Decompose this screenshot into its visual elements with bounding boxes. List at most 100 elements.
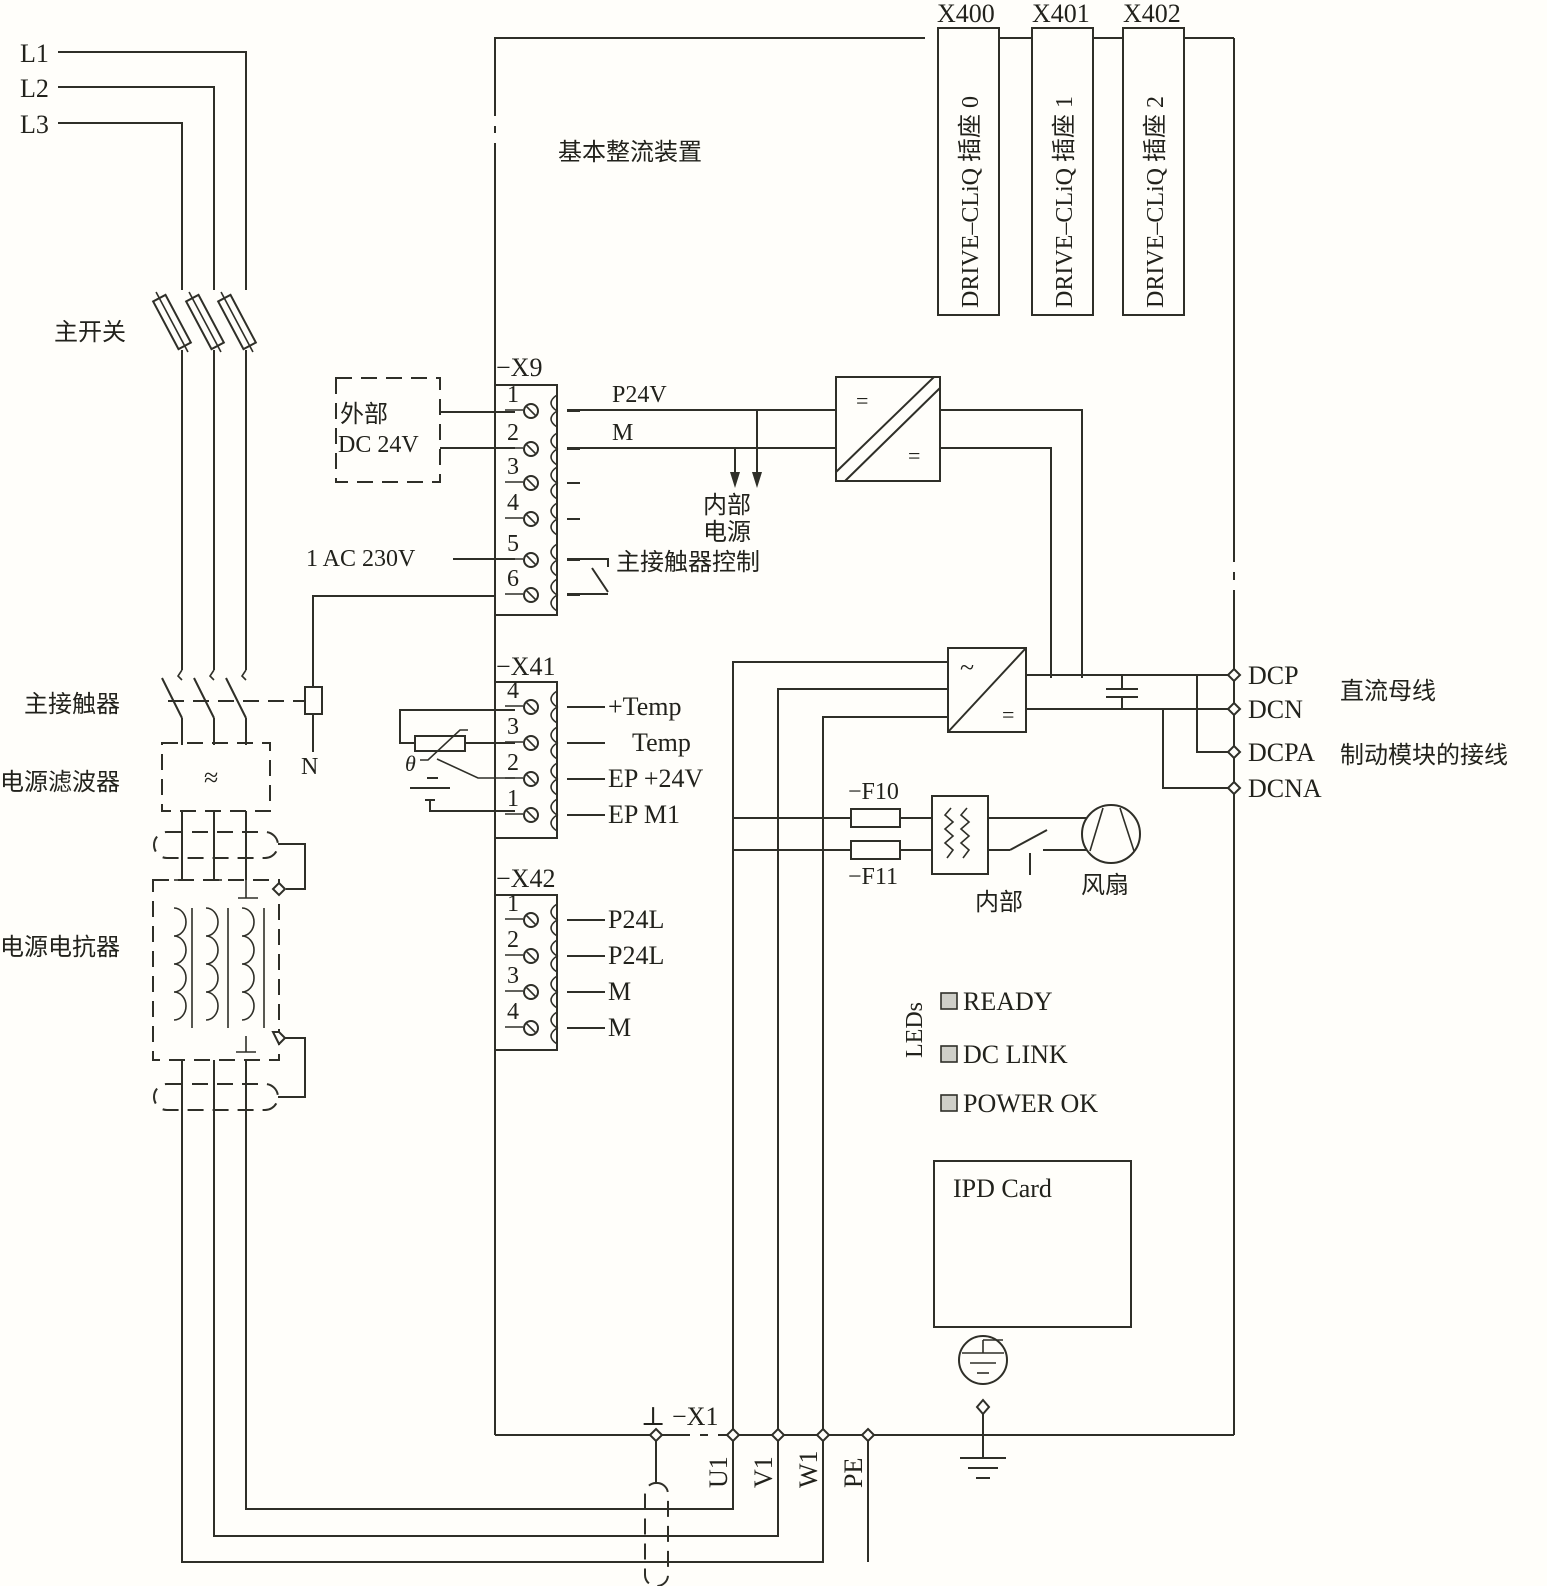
main-switch-label: 主开关 <box>54 318 126 346</box>
dcdc-converter: = = <box>835 376 1083 678</box>
x1-terminal-u1: U1 <box>704 1427 741 1488</box>
x42-pin-number: 4 <box>507 999 519 1025</box>
x42-signal-label: M <box>608 1013 631 1042</box>
spring-contact <box>550 502 559 536</box>
motor-supply-cables <box>181 1060 869 1586</box>
spring-contact <box>550 939 559 973</box>
dcdc-in-symbol: = <box>856 388 868 413</box>
drive-cliq-socket-1: X401 DRIVE–CLiQ 插座 1 <box>1031 0 1094 316</box>
x1-terminal-pe: PE <box>839 1427 876 1488</box>
filter-symbol: ≈ <box>204 763 218 792</box>
dc-terminals: DCP DCN DCPA DCNA <box>1226 661 1322 803</box>
fan-internal-label: 内部 <box>975 888 1023 916</box>
x41-signal-label: EP M1 <box>608 800 680 829</box>
x9-pin-1: 1 <box>505 382 580 428</box>
x41-pin-4: 4+Temp <box>505 678 682 724</box>
rectifier-in-symbol: ~ <box>960 653 974 682</box>
spring-contact <box>550 798 559 832</box>
main-contactor-label: 主接触器 <box>24 690 120 718</box>
x41-signal-label: +Temp <box>608 692 682 721</box>
x42-name: −X42 <box>496 864 555 893</box>
spring-contact <box>550 690 559 724</box>
external-label: 外部 <box>340 400 388 428</box>
connector-x402-label: X402 <box>1123 0 1181 28</box>
spring-contact <box>550 432 559 466</box>
unit-frame <box>494 37 1235 1436</box>
protective-earth-icon <box>958 1335 1008 1385</box>
x9-pin-6: 6 <box>505 566 580 612</box>
line-reactor: 电源电抗器 <box>0 879 306 1111</box>
drive-cliq-socket-0: X400 DRIVE–CLiQ 插座 0 <box>937 0 1000 316</box>
x9-pin-number: 5 <box>507 531 519 557</box>
x1-terminal-label: PE <box>839 1458 868 1488</box>
external-dc24v: 外部 DC 24V <box>335 377 515 483</box>
spring-contact <box>550 1011 559 1045</box>
switch-fuse-l2 <box>184 291 226 353</box>
dc-terminal-dcpa: DCPA <box>1226 738 1315 767</box>
x42-signal-label: M <box>608 977 631 1006</box>
spring-contact <box>550 903 559 937</box>
x41-pin-1: 1EP M1 <box>505 786 680 832</box>
earth-ground <box>960 1398 1006 1479</box>
cable-shield-x1 <box>644 1482 669 1586</box>
x41-signal-label: EP +24V <box>608 764 704 793</box>
unit-title: 基本整流装置 <box>558 138 702 166</box>
drive-cliq-0-label: DRIVE–CLiQ 插座 0 <box>957 96 984 308</box>
dc-terminal-label: DCP <box>1248 661 1299 690</box>
fan-circuit: −F10 −F11 内部 风扇 <box>733 779 1141 916</box>
x9-pin-2: 2 <box>505 420 580 466</box>
spring-contact <box>550 578 559 612</box>
cable-shield-bottom <box>153 1083 279 1111</box>
led-panel: LEDs READY DC LINK POWER OK <box>902 987 1098 1118</box>
x9-name: −X9 <box>496 353 542 382</box>
rectifier: ~ = <box>732 647 1229 1435</box>
dc-terminal-dcp: DCP <box>1226 661 1299 690</box>
x42-pin-number: 3 <box>507 963 519 989</box>
fuse-f11 <box>850 840 901 860</box>
x9-p24v-label: P24V <box>612 382 667 408</box>
line-filter: 电源滤波器 ≈ <box>0 742 306 890</box>
x1-terminal-w1: W1 <box>794 1427 831 1488</box>
x42-pin-number: 1 <box>507 891 519 917</box>
led-dclink-label: DC LINK <box>963 1040 1068 1069</box>
dc-terminal-label: DCN <box>1248 695 1303 724</box>
fuse-f10-label: −F10 <box>848 779 899 805</box>
dc-terminal-dcn: DCN <box>1226 695 1303 724</box>
led-powerok-indicator <box>940 1094 958 1112</box>
ipd-card: IPD Card <box>933 1160 1132 1385</box>
x1-terminal-label: U1 <box>704 1456 733 1488</box>
brake-module-label: 制动模块的接线 <box>1340 741 1508 769</box>
dcdc-out-symbol: = <box>908 443 920 468</box>
spring-contact <box>550 394 559 428</box>
supply-lines: L1 L2 L3 <box>20 39 247 290</box>
line-reactor-label: 电源电抗器 <box>0 933 120 961</box>
x9-m-label: M <box>612 420 633 446</box>
fan-icon <box>1081 804 1141 864</box>
x9-pin-3: 3 <box>505 454 580 500</box>
x1-terminal-v1: V1 <box>749 1427 786 1488</box>
led-ready-indicator <box>940 992 958 1010</box>
theta-symbol: θ <box>405 751 416 776</box>
x9-pin-4: 4 <box>505 490 580 536</box>
dc-terminal-label: DCNA <box>1248 774 1322 803</box>
fuse-f11-label: −F11 <box>848 864 898 890</box>
spring-contact <box>550 762 559 796</box>
switch-fuse-l1 <box>216 291 258 353</box>
spring-contact <box>550 466 559 500</box>
x1-shield-terminal <box>648 1427 664 1443</box>
x41-pin-number: 2 <box>507 750 519 776</box>
spring-contact <box>550 543 559 577</box>
ac-supply-label: 1 AC 230V <box>306 546 416 572</box>
x9-pin-number: 6 <box>507 566 519 592</box>
line-l3-label: L3 <box>20 110 49 139</box>
spring-contact <box>550 975 559 1009</box>
x41-signal-label: Temp <box>632 728 691 757</box>
